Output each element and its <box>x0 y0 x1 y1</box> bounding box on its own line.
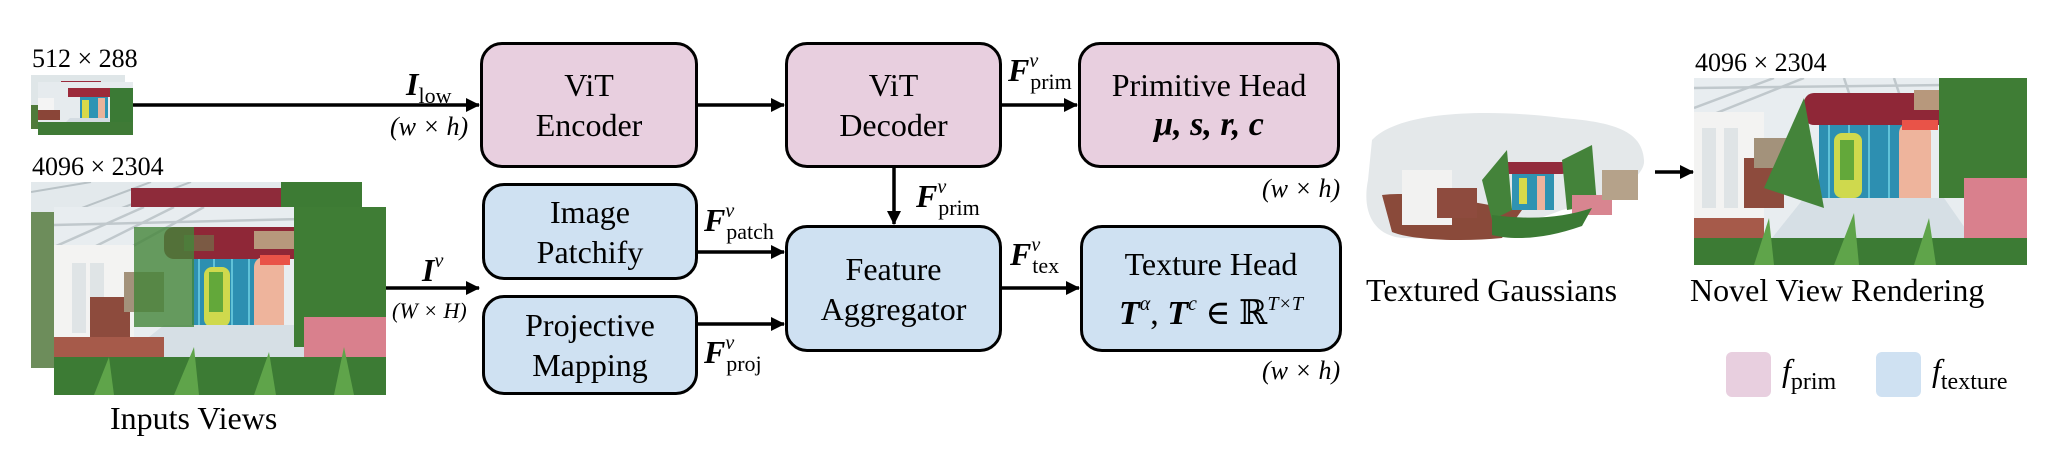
high-res-label: 4096 × 2304 <box>32 152 164 181</box>
vit-encoder-line1: ViT <box>564 67 614 103</box>
primitive-head-dims: (w × h) <box>1262 174 1341 203</box>
vit-encoder-line2: Encoder <box>535 107 643 143</box>
feature-aggregator-line1: Feature <box>845 250 942 287</box>
texture-head-dims: (w × h) <box>1262 356 1341 385</box>
feature-aggregator-line2: Aggregator <box>820 290 967 327</box>
primitive-head-title: Primitive Head <box>1111 67 1307 103</box>
edge-label-f-prim-right: Fvprim <box>1008 50 1072 94</box>
novel-view-res-label: 4096 × 2304 <box>1695 48 1827 77</box>
image-patchify-block[interactable]: Image Patchify <box>482 183 698 280</box>
edge-label-f-patch: Fvpatch <box>704 200 774 244</box>
primitive-head-formula: μ, s, r, c <box>1154 106 1264 143</box>
vit-decoder-line2: Decoder <box>839 107 948 143</box>
primitive-head-block[interactable]: Primitive Head μ, s, r, c <box>1078 42 1340 168</box>
novel-view-caption: Novel View Rendering <box>1690 272 1985 308</box>
projective-mapping-line1: Projective <box>525 307 655 343</box>
texture-head-block[interactable]: Texture Head Tα, Tc ∈ ℝT×T <box>1080 225 1342 352</box>
projective-mapping-line2: Mapping <box>532 347 648 383</box>
texture-head-formula: Tα, Tc ∈ ℝT×T <box>1118 292 1304 332</box>
vit-encoder-block[interactable]: ViT Encoder <box>480 42 698 168</box>
inputs-caption: Inputs Views <box>110 400 278 436</box>
edge-label-f-proj: Fvproj <box>704 332 762 376</box>
low-res-label: 512 × 288 <box>32 44 138 73</box>
edge-dims-i-low: (w × h) <box>390 112 469 141</box>
vit-decoder-block[interactable]: ViT Decoder <box>785 42 1002 168</box>
edge-label-f-prim-down: Fvprim <box>916 176 980 220</box>
projective-mapping-block[interactable]: Projective Mapping <box>482 295 698 395</box>
low-res-thumbnail-front <box>38 82 133 135</box>
vit-decoder-line1: ViT <box>868 67 919 103</box>
legend-swatch-prim <box>1726 352 1771 397</box>
edge-label-i-low: Ilow <box>406 66 452 108</box>
edge-label-i-v: Iv <box>422 250 444 288</box>
feature-aggregator-block[interactable]: Feature Aggregator <box>785 225 1002 352</box>
novel-view-image <box>1694 78 2027 265</box>
legend-label-prim: fprim <box>1782 352 1837 395</box>
image-patchify-line2: Patchify <box>536 233 644 270</box>
image-patchify-line1: Image <box>550 193 630 230</box>
textured-gaussians-caption: Textured Gaussians <box>1366 272 1618 308</box>
edge-dims-i-v: (W × H) <box>392 298 467 323</box>
texture-head-title: Texture Head <box>1124 245 1298 282</box>
input-view-front <box>54 207 386 395</box>
legend-swatch-texture <box>1876 352 1921 397</box>
legend-label-texture: ftexture <box>1932 352 2008 395</box>
edge-label-f-tex: Fvtex <box>1010 234 1060 278</box>
textured-gaussians-image <box>1362 100 1652 250</box>
